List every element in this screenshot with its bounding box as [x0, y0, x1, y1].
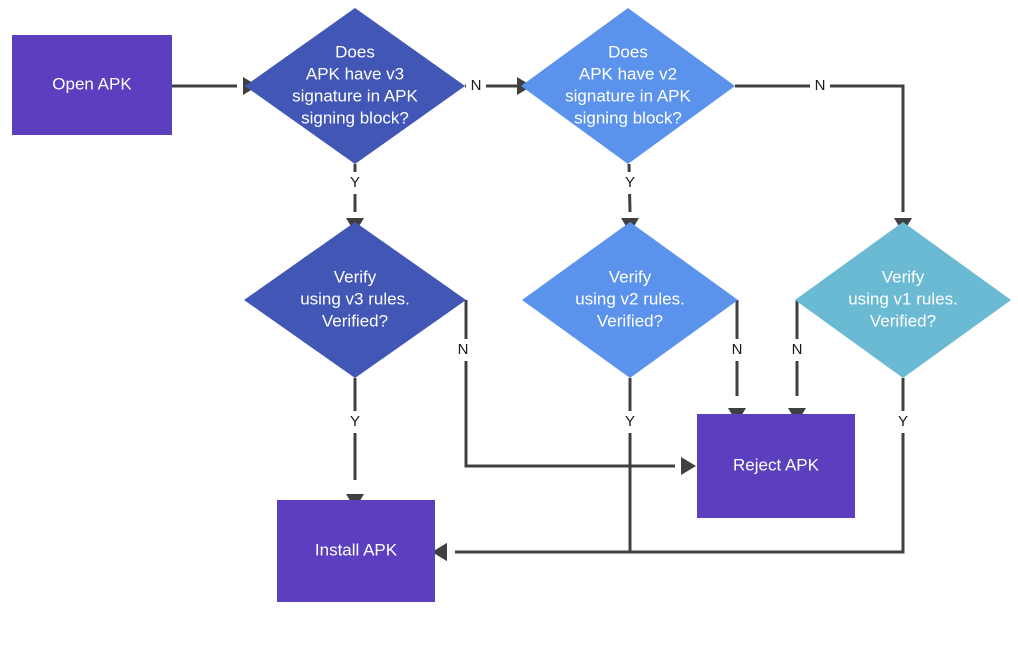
edge-verify-v1-yes-to-install-line: [455, 378, 905, 554]
edge-verify-v2-yes-to-install-label-backdrop: [620, 411, 640, 433]
decision-verify-v3-rules-shape[interactable]: [244, 222, 466, 378]
edge-has-v2-no-to-verify-v1-label-backdrop: [810, 75, 830, 97]
edge-verify-v3-yes-to-install: [346, 378, 364, 509]
edge-verify-v2-yes-to-install: [432, 378, 632, 561]
edge-verify-v1-yes-to-install: [432, 378, 905, 561]
decision-verify-v1-rules-text-line: using v1 rules.: [848, 289, 958, 308]
decision-has-v2-signature-text-line: Does: [608, 42, 648, 61]
decision-has-v3-signature-text-line: signature in APK: [292, 86, 418, 105]
edge-has-v2-no-to-verify-v1-label: N: [815, 77, 826, 94]
decision-verify-v3-rules[interactable]: Verify using v3 rules. Verified?: [244, 222, 466, 378]
decision-verify-v1-rules[interactable]: Verify using v1 rules. Verified?: [795, 222, 1011, 378]
edge-has-v2-no-to-verify-v1: [735, 84, 912, 233]
decision-verify-v2-rules-text-line: Verified?: [597, 311, 663, 330]
edge-verify-v1-no-to-reject: [788, 300, 806, 423]
decision-has-v3-signature-text-line: signing block?: [301, 108, 409, 127]
edge-verify-v1-no-to-reject-label: N: [792, 341, 803, 358]
edge-verify-v2-yes-to-install-label: Y: [625, 413, 635, 430]
decision-verify-v1-rules-text-line: Verified?: [870, 311, 936, 330]
decision-has-v2-signature-text-line: APK have v2: [579, 64, 677, 83]
open-apk-box[interactable]: Open APK: [12, 35, 172, 135]
edge-has-v3-no-to-has-v2-label: N: [471, 77, 482, 94]
edge-has-v2-yes-to-verify-v2-label: Y: [625, 174, 635, 191]
decision-has-v2-signature-text-line: signature in APK: [565, 86, 691, 105]
open-apk-box-shape[interactable]: [12, 35, 172, 135]
edge-labels-layer: N Y N Y Y N N Y N Y: [345, 75, 913, 433]
reject-apk-box[interactable]: Reject APK: [697, 414, 855, 518]
decision-has-v3-signature-text-line: Does: [335, 42, 375, 61]
decision-verify-v1-rules-shape[interactable]: [795, 222, 1011, 378]
decision-verify-v1-rules-text-line: Verify: [882, 267, 925, 286]
edge-has-v2-no-to-verify-v1-line: [735, 84, 905, 212]
install-apk-box-text-line: Install APK: [315, 540, 398, 559]
decision-verify-v3-rules-text-line: Verify: [334, 267, 377, 286]
edge-has-v3-yes-to-verify-v3-label: Y: [350, 174, 360, 191]
edge-has-v2-yes-to-verify-v2-label-backdrop: [620, 172, 640, 194]
decision-verify-v3-rules-text-line: using v3 rules.: [300, 289, 410, 308]
decision-has-v2-signature-shape[interactable]: [521, 8, 735, 164]
decision-has-v3-signature-text-line: APK have v3: [306, 64, 404, 83]
install-apk-box[interactable]: Install APK: [277, 500, 435, 602]
edge-verify-v2-no-to-reject: [728, 300, 746, 423]
reject-apk-box-shape[interactable]: [697, 414, 855, 518]
edge-verify-v2-no-to-reject-label: N: [732, 341, 743, 358]
decision-has-v3-signature-shape[interactable]: [245, 8, 465, 164]
edge-verify-v1-yes-to-install-label-backdrop: [893, 411, 913, 433]
edge-verify-v1-no-to-reject-label-backdrop: [787, 339, 807, 361]
edge-verify-v3-no-to-reject-label-backdrop: [453, 339, 473, 361]
edge-verify-v3-yes-to-install-label-backdrop: [345, 411, 365, 433]
reject-apk-box-text-line: Reject APK: [733, 455, 820, 474]
edge-has-v3-yes-to-verify-v3-label-backdrop: [345, 172, 365, 194]
edge-verify-v2-no-to-reject-label-backdrop: [727, 339, 747, 361]
decision-verify-v2-rules-shape[interactable]: [522, 222, 738, 378]
edge-verify-v1-yes-to-install-label: Y: [898, 413, 908, 430]
decision-verify-v2-rules-text-line: Verify: [609, 267, 652, 286]
edge-verify-v3-yes-to-install-label: Y: [350, 413, 360, 430]
decision-verify-v2-rules-text-line: using v2 rules.: [575, 289, 685, 308]
decision-verify-v3-rules-text-line: Verified?: [322, 311, 388, 330]
edge-verify-v3-no-to-reject-label: N: [458, 341, 469, 358]
decision-has-v2-signature-text-line: signing block?: [574, 108, 682, 127]
open-apk-box-text-line: Open APK: [52, 74, 132, 93]
edge-verify-v1-yes-to-install-arrowhead: [432, 543, 447, 561]
install-apk-box-shape[interactable]: [277, 500, 435, 602]
edge-verify-v3-no-to-reject-arrowhead: [681, 457, 696, 475]
decision-verify-v2-rules[interactable]: Verify using v2 rules. Verified?: [522, 222, 738, 378]
edge-has-v3-no-to-has-v2-label-backdrop: [466, 75, 486, 97]
